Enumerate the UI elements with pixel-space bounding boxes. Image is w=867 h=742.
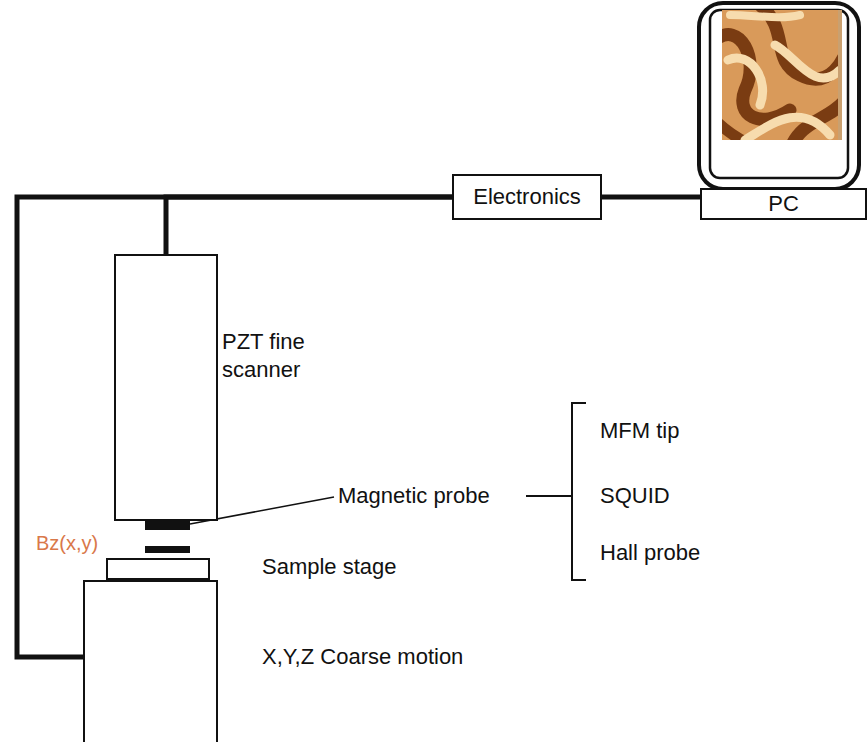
sample <box>145 546 190 553</box>
field-label: Bz(x,y) <box>36 530 98 556</box>
scanner-box: PZT fine scanner <box>114 254 218 521</box>
sample-stage: Sample stage <box>106 558 210 580</box>
node-label: Sample stage <box>262 553 462 581</box>
pc-box: PC <box>700 188 867 220</box>
coarse-motion-box: X,Y,Z Coarse motion <box>83 580 218 742</box>
domain-image <box>722 10 838 140</box>
color-scale <box>838 10 842 140</box>
wire <box>166 197 452 254</box>
probe-type: MFM tip <box>600 418 679 444</box>
bracket <box>526 403 586 580</box>
probe-type: Hall probe <box>600 540 700 566</box>
monitor-case <box>699 3 859 189</box>
monitor <box>699 3 859 189</box>
node-label: PC <box>768 190 799 218</box>
wire <box>602 195 700 200</box>
probe-type: SQUID <box>600 483 670 509</box>
magnetic-probe <box>145 521 190 530</box>
part-label: Magnetic probe <box>338 483 490 509</box>
node-label: PZT fine scanner <box>222 328 347 384</box>
node-label: X,Y,Z Coarse motion <box>262 643 482 671</box>
node-label: Electronics <box>473 183 581 211</box>
electronics-box: Electronics <box>452 174 602 220</box>
